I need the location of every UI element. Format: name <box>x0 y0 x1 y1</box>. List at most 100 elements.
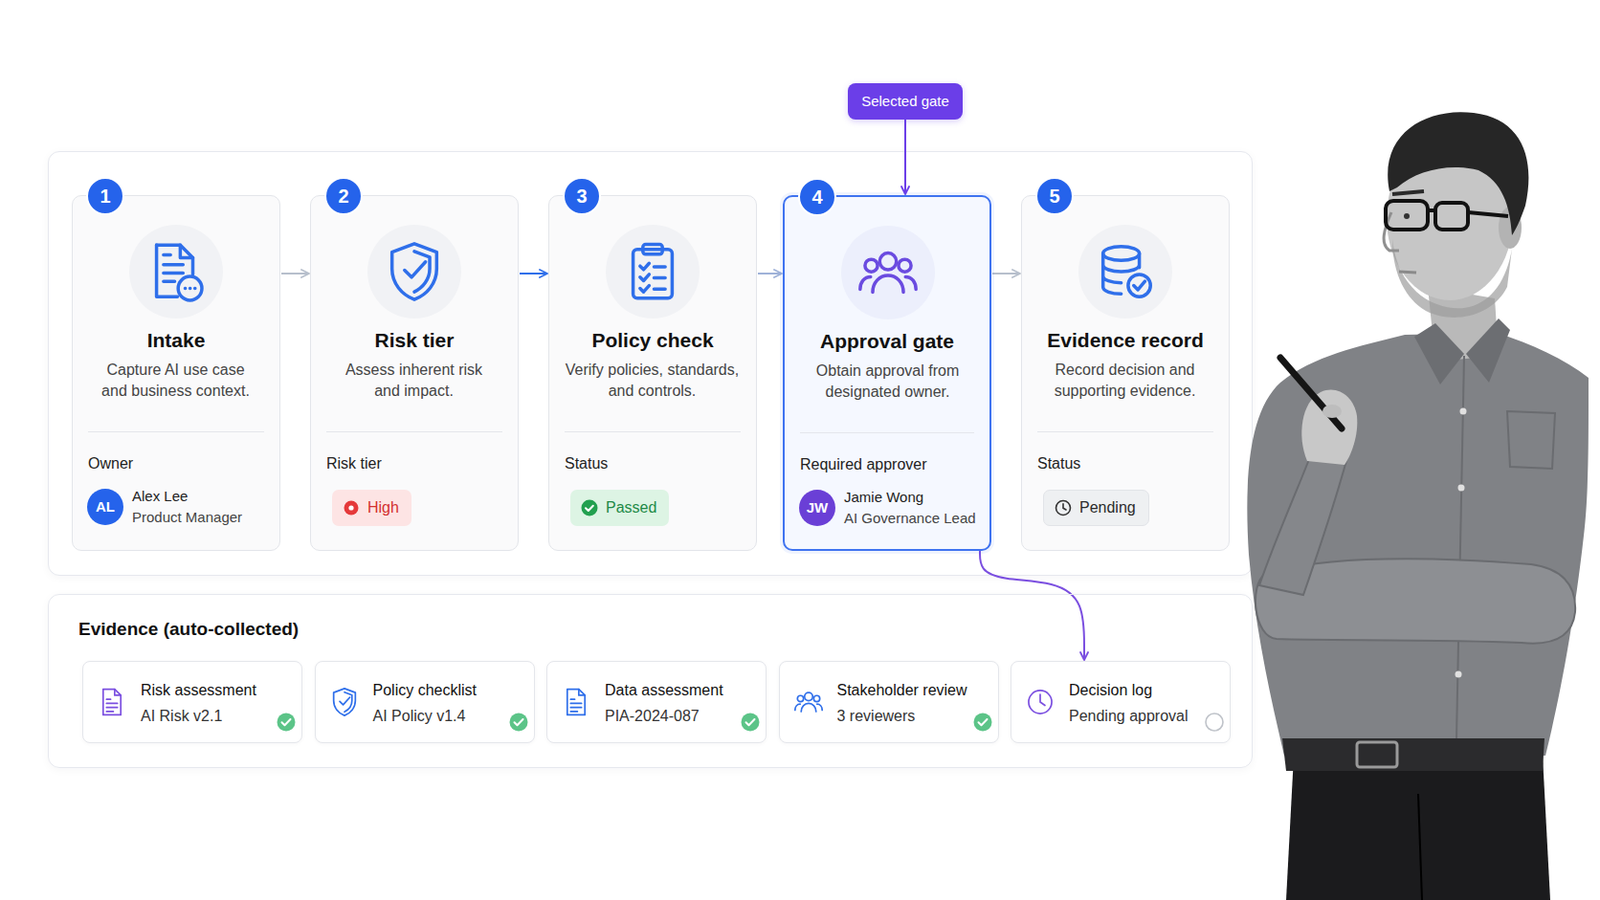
shirt-button <box>1455 671 1463 679</box>
field-label: Status <box>564 454 608 474</box>
person-name: Jamie Wong <box>844 488 924 508</box>
raised-forearm <box>1259 449 1348 596</box>
status-icon <box>580 499 599 517</box>
step-icon <box>619 238 687 306</box>
step-icon-part <box>639 263 665 292</box>
pending-circle <box>1203 711 1225 734</box>
flow-arrow <box>519 272 548 275</box>
step-icon <box>142 238 210 306</box>
status-icon-part <box>348 505 354 511</box>
done-check-part <box>277 713 296 733</box>
step-icon-part <box>905 276 916 289</box>
step-icon-part <box>184 287 195 291</box>
avatar-circle: JW <box>799 489 836 527</box>
evidence-detail: PIA-2024-087 <box>604 707 700 727</box>
step-icon-part <box>1102 246 1139 262</box>
evidence-icon-part <box>567 689 585 716</box>
status-icon-part <box>1056 501 1071 516</box>
done-check-part <box>973 713 992 733</box>
step-description: Verify policies, standards, and controls… <box>559 359 746 402</box>
step-icon-part <box>403 262 425 278</box>
shirt-button <box>1458 485 1466 492</box>
done-check-part <box>509 713 528 733</box>
evidence-title: Data assessment <box>604 681 724 701</box>
pending-circle-part <box>1205 713 1223 732</box>
evidence-icon <box>328 686 361 719</box>
step-icon <box>1091 238 1159 306</box>
flow-arrow <box>904 119 907 195</box>
step-icon-part <box>632 249 672 299</box>
person <box>1246 111 1589 900</box>
divider-line <box>326 431 503 433</box>
step-description: Record decision and supporting evidence. <box>1037 359 1214 402</box>
step-number-text: 3 <box>576 185 587 207</box>
step-icon-part <box>859 276 870 289</box>
evidence-icon-part <box>578 689 585 696</box>
step-description: Capture AI use case and business context… <box>95 359 257 402</box>
done-check-part <box>513 719 523 726</box>
belt-buckle <box>1356 742 1398 768</box>
step-icon-part <box>155 244 193 275</box>
status-icon-part <box>585 506 594 512</box>
glasses-lens <box>1385 200 1428 230</box>
step-number: 2 <box>324 177 363 216</box>
step-number-text: 4 <box>811 186 823 208</box>
evidence-icon-part <box>570 699 581 712</box>
evidence-icon-part <box>800 703 817 712</box>
step-icon-part <box>179 244 193 258</box>
evidence-icon-part <box>333 688 356 716</box>
flow-arrow <box>281 272 310 275</box>
step-icon-part <box>897 259 911 272</box>
evidence-detail: AI Policy v1.4 <box>373 707 467 727</box>
step-icon <box>854 239 922 307</box>
status-icon <box>1054 499 1072 517</box>
evidence-icon-part <box>1040 694 1045 706</box>
pen <box>1280 357 1342 429</box>
done-check-part <box>746 719 756 726</box>
status-icon-part <box>581 500 599 517</box>
step-icon <box>380 238 448 306</box>
status-icon-part <box>1063 504 1067 511</box>
step-icon-part <box>864 259 877 272</box>
evidence-icon-part <box>816 704 822 711</box>
evidence-icon <box>1023 686 1057 719</box>
step-number-text: 5 <box>1048 185 1060 207</box>
shirt-button <box>1460 408 1467 416</box>
evidence-icon <box>792 686 825 719</box>
step-icon-part <box>871 275 903 293</box>
step-icon-part <box>391 244 437 300</box>
avatar-initials: JW <box>806 499 829 517</box>
avatar-initials: AL <box>95 498 115 516</box>
icon-bubble <box>841 225 935 320</box>
done-check-part <box>977 719 987 726</box>
step-icon-part <box>177 276 202 301</box>
flow-arrow <box>992 272 1021 275</box>
icon-bubble <box>367 224 462 319</box>
divider-line <box>1037 431 1214 433</box>
evidence-panel: Evidence (auto-collected)Risk assessment… <box>47 594 1253 769</box>
status-pill: High <box>332 489 412 527</box>
status-icon-part <box>344 501 359 516</box>
evidence-icon-part <box>1028 690 1052 714</box>
divider-line <box>88 431 265 433</box>
step-card: Policy checkVerify policies, standards, … <box>548 195 757 552</box>
evidence-card: Stakeholder review3 reviewers <box>778 661 1000 744</box>
eyebrow <box>1392 191 1424 195</box>
icon-bubble <box>605 224 700 319</box>
field-label: Required approver <box>800 455 928 475</box>
callout-text: Selected gate <box>861 92 950 111</box>
divider-line <box>564 431 741 433</box>
status-text: High <box>367 498 400 518</box>
done-check <box>739 711 761 734</box>
evidence-icon-part <box>813 695 820 702</box>
step-card: Risk tierAssess inherent risk and impact… <box>310 195 519 552</box>
step-card: Evidence recordRecord decision and suppo… <box>1021 195 1230 552</box>
status-text: Passed <box>605 498 657 518</box>
field-label: Status <box>1037 454 1081 474</box>
eye <box>1403 213 1410 220</box>
step-number-text: 2 <box>337 185 349 207</box>
flow-arrow <box>979 551 1085 661</box>
callout-tag: Selected gate <box>847 83 963 120</box>
evidence-icon-part <box>803 692 813 702</box>
